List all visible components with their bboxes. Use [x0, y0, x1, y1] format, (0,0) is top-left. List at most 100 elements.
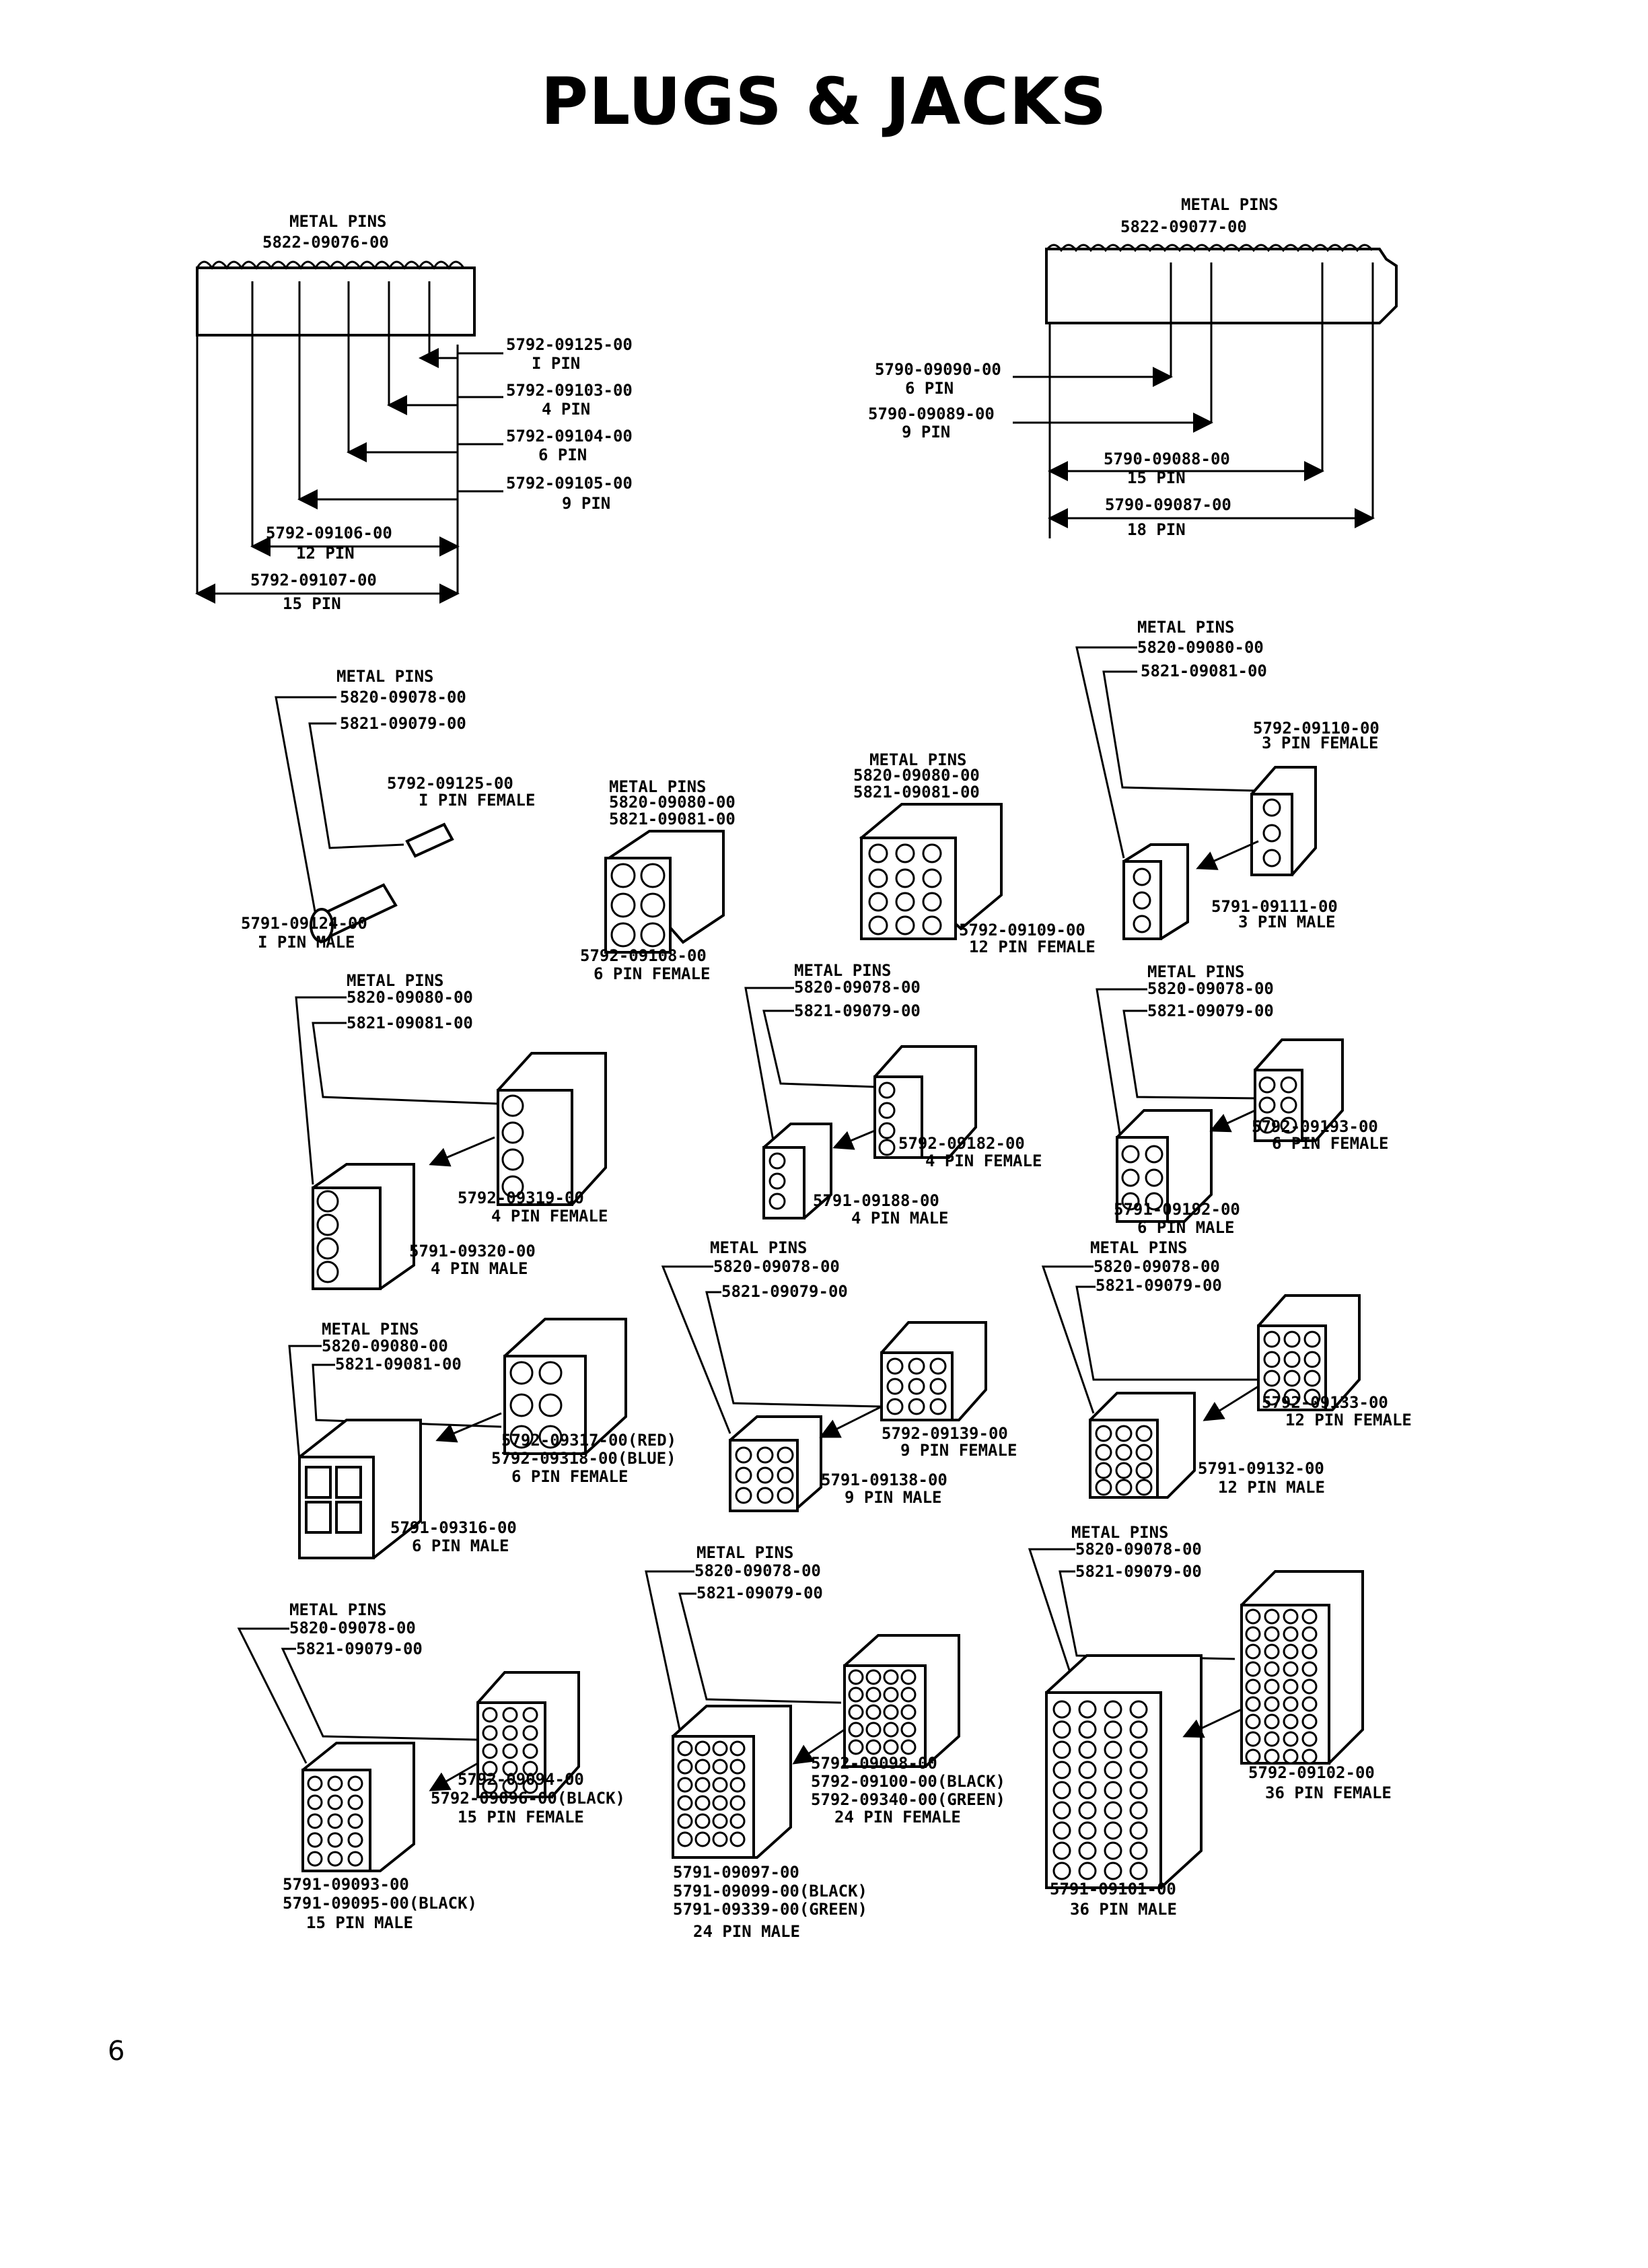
connector-6-pin-b: METAL PINS 5820-09080-00 5821-09081-00 5… [288, 1318, 676, 1559]
pin-hole [1301, 1731, 1318, 1747]
pin-hole [1245, 1678, 1261, 1695]
c9-male-part: 5791-09138-00 [821, 1470, 947, 1489]
pin-hole [1283, 1696, 1299, 1712]
c3-pins-a: 5820-09080-00 [853, 766, 980, 785]
c6-female-part: 5792-09182-00 [898, 1134, 1025, 1153]
c10-female-desc: 12 PIN FEMALE [1285, 1411, 1412, 1429]
c12-male-part: 5791-09097-00 [673, 1863, 799, 1882]
pin-hole [1104, 1720, 1122, 1739]
strip-1-desc-5: 12 PIN [296, 544, 355, 563]
c10-male-desc: 12 PIN MALE [1218, 1478, 1325, 1497]
c13-pins-a: 5820-09078-00 [1075, 1540, 1202, 1559]
page-title: PLUGS & JACKS [540, 64, 1108, 139]
pin-hole [1301, 1713, 1318, 1730]
c5-male-desc: 4 PIN MALE [431, 1259, 528, 1278]
strip-2-housing [1045, 248, 1398, 324]
connector-6-pin-female: METAL PINS 5820-09080-00 5821-09081-00 5… [580, 777, 736, 983]
c1-female-part: 5792-09125-00 [387, 774, 513, 793]
c11-female-part: 5792-09094-00 [458, 1770, 584, 1789]
strip-2-part-1: 5790-09090-00 [875, 360, 1001, 379]
strip-1-part-4: 5792-09105-00 [506, 474, 633, 493]
c12-pins-a: 5820-09078-00 [694, 1561, 821, 1580]
pin-hole [1301, 1748, 1318, 1765]
c4-male-desc: 3 PIN MALE [1238, 913, 1336, 931]
c3-female-desc: 12 PIN FEMALE [969, 937, 1096, 956]
strip-1-part-3: 5792-09104-00 [506, 427, 633, 446]
pin-hole [1078, 1761, 1097, 1779]
pin-hole [1301, 1661, 1318, 1677]
c9-female-part: 5792-09139-00 [882, 1424, 1008, 1443]
c7-pins-b: 5821-09079-00 [1147, 1001, 1274, 1020]
c1-female-desc: I PIN FEMALE [419, 791, 535, 810]
c13-female-desc: 36 PIN FEMALE [1265, 1783, 1392, 1802]
connector-4-pin-a: METAL PINS 5820-09080-00 5821-09081-00 5… [295, 971, 608, 1290]
c4-metal-pins-label: METAL PINS [1137, 618, 1235, 637]
c10-pins-a: 5820-09078-00 [1094, 1257, 1220, 1276]
pin-hole [1052, 1862, 1071, 1880]
pin-hole [1264, 1696, 1280, 1712]
connector-9-pin: METAL PINS 5820-09078-00 5821-09079-00 5… [661, 1238, 1017, 1512]
c10-male-part: 5791-09132-00 [1198, 1459, 1324, 1478]
c12-female-part: 5792-09098-00 [811, 1754, 937, 1773]
strip-1-part-1: 5792-09125-00 [506, 335, 633, 354]
pin-hole [1283, 1643, 1299, 1660]
c6-female-desc: 4 PIN FEMALE [925, 1151, 1042, 1170]
c1-male-part: 5791-09124-00 [241, 914, 367, 933]
pin-hole [1129, 1862, 1148, 1880]
c11-female-desc: 15 PIN FEMALE [458, 1808, 584, 1827]
pin-hole [1245, 1731, 1261, 1747]
pin-hole [1104, 1862, 1122, 1880]
pin-hole [1078, 1700, 1097, 1719]
pin-hole [1129, 1841, 1148, 1860]
c2-female-desc: 6 PIN FEMALE [594, 964, 710, 983]
pin-hole [1129, 1720, 1148, 1739]
strip-1-desc-6: 15 PIN [283, 594, 341, 613]
connector-12-pin: METAL PINS 5820-09078-00 5821-09079-00 5… [1041, 1238, 1412, 1499]
pin-hole [1245, 1626, 1261, 1642]
c1-male-desc: I PIN MALE [258, 933, 355, 952]
c12-male-part-black: 5791-09099-00(BLACK) [673, 1882, 867, 1901]
c4-pins-a: 5820-09080-00 [1137, 638, 1264, 657]
c8-female-desc: 6 PIN FEMALE [511, 1467, 628, 1486]
c6-male-desc: 4 PIN MALE [851, 1209, 949, 1228]
pin-hole [1129, 1700, 1148, 1719]
pin-hole [1245, 1643, 1261, 1660]
pin-hole [1283, 1608, 1299, 1625]
c10-pins-b: 5821-09079-00 [1096, 1276, 1222, 1295]
c6-pins-a: 5820-09078-00 [794, 978, 921, 997]
pin-hole [1264, 1678, 1280, 1695]
strip-2-desc-1: 6 PIN [905, 379, 954, 398]
pin-hole [1264, 1731, 1280, 1747]
pin-strip-2: METAL PINS 5822-09077-00 5790-09090-00 6… [868, 195, 1398, 539]
strip-1-part-6: 5792-09107-00 [250, 571, 377, 590]
pin-hole [1104, 1740, 1122, 1759]
c13-male-desc: 36 PIN MALE [1070, 1900, 1177, 1919]
pin-hole [1078, 1821, 1097, 1840]
page-number: 6 [108, 2036, 125, 2067]
pin-hole [1264, 1748, 1280, 1765]
c9-metal-pins-label: METAL PINS [710, 1238, 808, 1257]
c12-metal-pins-label: METAL PINS [696, 1543, 794, 1562]
pin-hole [1264, 1661, 1280, 1677]
c8-pins-b: 5821-09081-00 [335, 1355, 462, 1374]
strip-1-desc-1: I PIN [532, 354, 580, 373]
c4-female-part: 5792-09110-00 [1253, 719, 1380, 738]
pin-hole [1052, 1841, 1071, 1860]
strip-1-desc-3: 6 PIN [538, 446, 587, 464]
pin-hole [1104, 1781, 1122, 1800]
c3-pins-b: 5821-09081-00 [853, 783, 980, 802]
pin-hole [1104, 1841, 1122, 1860]
c3-metal-pins-label: METAL PINS [869, 750, 967, 769]
c11-male-desc: 15 PIN MALE [306, 1913, 413, 1932]
pin-hole [1301, 1608, 1318, 1625]
c4-pins-b: 5821-09081-00 [1141, 662, 1267, 680]
strip-2-part-2: 5790-09089-00 [868, 404, 995, 423]
c8-male-desc: 6 PIN MALE [412, 1536, 509, 1555]
pin-hole [1301, 1678, 1318, 1695]
pin-hole [1052, 1801, 1071, 1820]
c4-female-desc: 3 PIN FEMALE [1262, 734, 1378, 752]
c5-pins-b: 5821-09081-00 [347, 1014, 473, 1032]
strip-2-part-4: 5790-09087-00 [1105, 495, 1231, 514]
